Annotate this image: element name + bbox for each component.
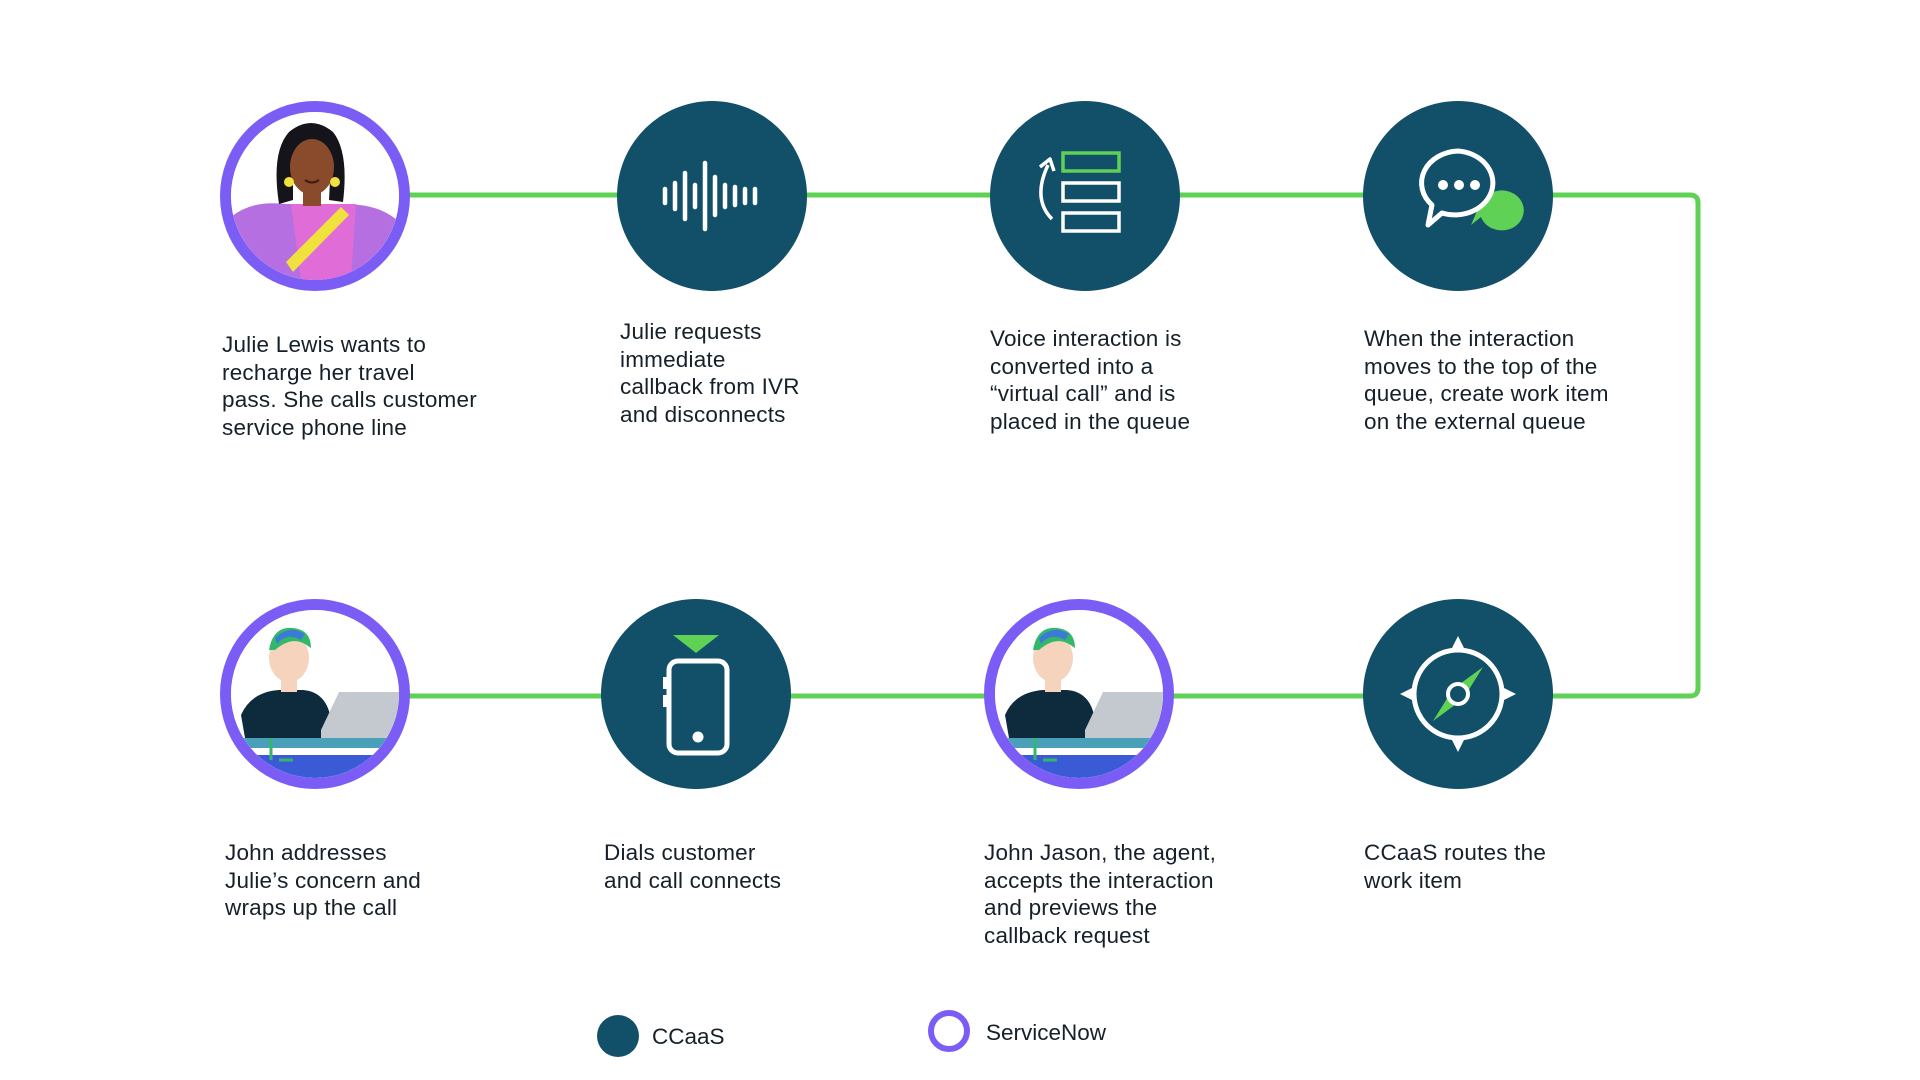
- step-2-caption: Julie requests immediate callback from I…: [620, 319, 800, 427]
- step-8-caption: John addresses Julie’s concern and wraps…: [225, 840, 422, 920]
- step-5-routing-node: [1363, 599, 1553, 789]
- smartphone-icon: [663, 635, 730, 756]
- legend-servicenow-swatch: [928, 1010, 970, 1052]
- step-6-caption: John Jason, the agent, accepts the inter…: [984, 840, 1217, 948]
- legend-servicenow-label: ServiceNow: [986, 1020, 1107, 1045]
- step-6-agent-accepts-node: [984, 599, 1174, 789]
- step-8-agent-wrapup-node: [220, 599, 410, 789]
- step-7-dial-node: [601, 599, 791, 789]
- step-4-caption: When the interaction moves to the top of…: [1364, 326, 1609, 434]
- step-3-queue-node: [990, 101, 1180, 291]
- voice-waveform-icon: [662, 160, 758, 232]
- step-3-caption: Voice interaction is converted into a “v…: [990, 326, 1191, 434]
- step-2-ivr-node: [617, 101, 807, 291]
- step-1-julie-node: [220, 101, 410, 291]
- step-1-caption: Julie Lewis wants to recharge her travel…: [222, 332, 477, 440]
- agent-avatar: [995, 610, 1163, 778]
- compass-icon: [1400, 636, 1516, 752]
- julie-avatar: [231, 112, 399, 280]
- agent-avatar: [231, 610, 399, 778]
- legend-ccaas-swatch: [597, 1015, 639, 1057]
- step-5-caption: CCaaS routes the work item: [1364, 840, 1547, 893]
- queue-icon: [1038, 151, 1121, 233]
- connector-top-row: [315, 192, 1701, 699]
- step-4-work-item-node: [1363, 101, 1553, 291]
- chat-bubbles-icon: [1419, 148, 1524, 231]
- step-7-caption: Dials customer and call connects: [604, 840, 782, 893]
- legend-ccaas-label: CCaaS: [652, 1024, 725, 1049]
